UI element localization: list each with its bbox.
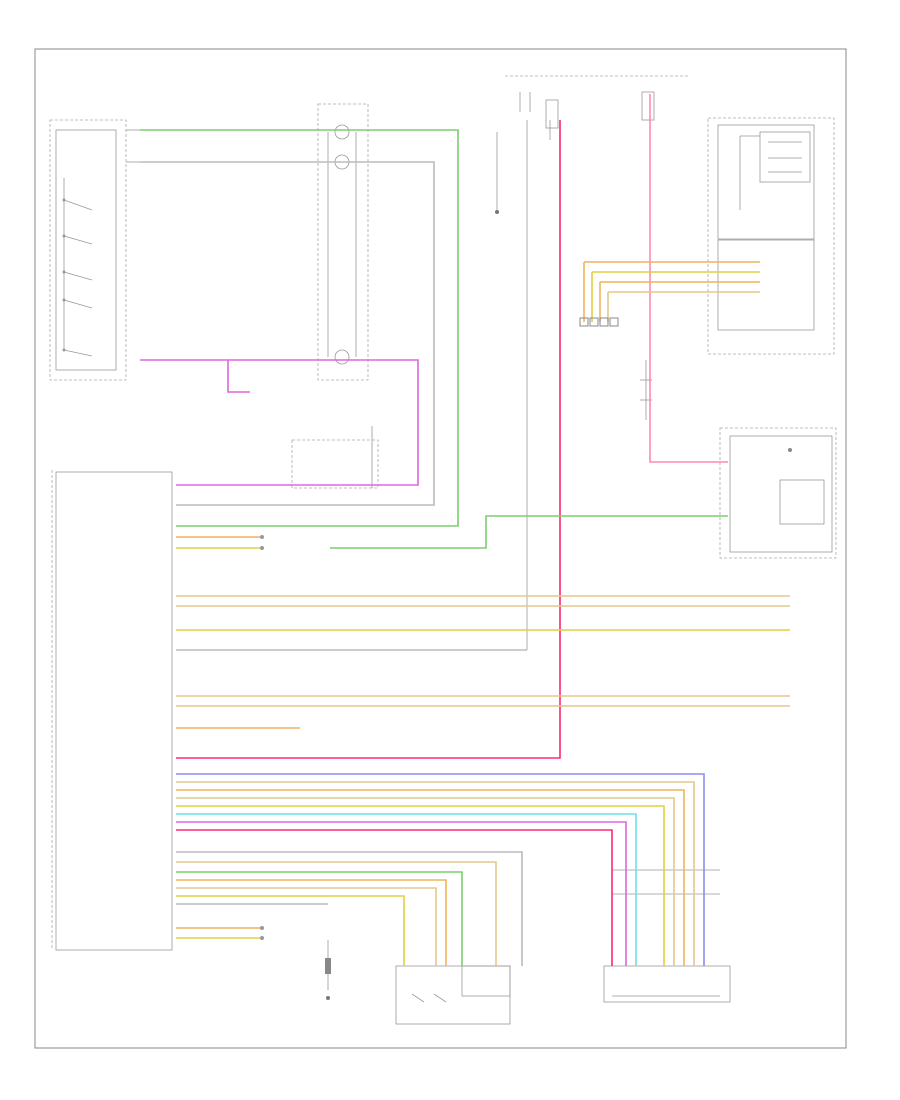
- wire-orange-t: [176, 879, 447, 966]
- splice-connector: [579, 317, 619, 327]
- ecm-left: [51, 470, 173, 951]
- throttle-body: [395, 965, 511, 1025]
- wire-cyan: [176, 813, 637, 966]
- wire-tan-t: [176, 861, 497, 966]
- left-switch-assembly: [49, 119, 140, 381]
- top-right-module: [707, 117, 835, 355]
- cruise-control-module: [291, 426, 379, 489]
- wire-red-main: [176, 120, 561, 759]
- right-module: [719, 427, 837, 559]
- wire-grey: [140, 161, 435, 506]
- accelerator-pedal-sensor: [603, 869, 731, 1003]
- wire-magenta-b: [176, 821, 627, 966]
- wire-magenta-branch: [227, 360, 250, 393]
- wire-yellow-b: [176, 805, 665, 966]
- wire-orange-b: [176, 789, 685, 966]
- wire-tan-t2: [176, 887, 437, 966]
- wire-yellow-t: [176, 895, 405, 966]
- wire-pink-right: [649, 94, 728, 463]
- diagram-frame: [34, 48, 847, 1049]
- ground: [325, 940, 331, 1000]
- wire-red-b: [176, 829, 613, 966]
- wire-green-t: [176, 871, 463, 966]
- wire-green-right: [330, 515, 728, 549]
- wire-grey-t: [176, 851, 523, 966]
- wire-green-top: [140, 129, 459, 527]
- fuse-block: [495, 75, 690, 650]
- wire-blue: [176, 773, 705, 966]
- wires: [140, 94, 790, 966]
- wire-tan-b2: [176, 797, 675, 966]
- wire-magenta: [140, 359, 419, 486]
- lower-connector: [260, 535, 264, 940]
- wire-tan-b1: [176, 781, 695, 966]
- top-center-module: [317, 103, 369, 381]
